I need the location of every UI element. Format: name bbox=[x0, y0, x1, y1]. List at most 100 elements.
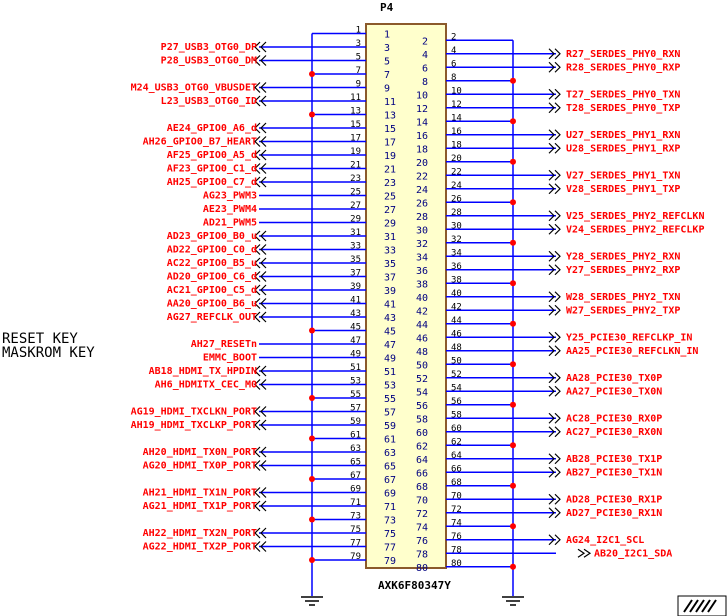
pin-number-outer: 17 bbox=[350, 134, 361, 144]
net-label: Y27_SERDES_PHY2_RXP bbox=[566, 265, 680, 276]
junction-dot bbox=[309, 327, 315, 334]
pin-number-outer: 7 bbox=[356, 66, 361, 76]
pin-number-inner: 32 bbox=[416, 239, 428, 250]
net-label: V27_SERDES_PHY1_TXN bbox=[566, 170, 680, 181]
port-chevron-icon bbox=[254, 163, 267, 174]
net-label: AH27_RESETn bbox=[191, 339, 257, 350]
pin-number-inner: 79 bbox=[384, 556, 396, 567]
pin-number-outer: 22 bbox=[451, 167, 462, 177]
pin-number-inner: 29 bbox=[384, 219, 396, 230]
net-label: AF23_GPIO0_C1_d bbox=[167, 164, 257, 175]
junction-dot bbox=[510, 77, 516, 84]
pin-number-inner: 61 bbox=[384, 435, 396, 446]
pin-number-inner: 54 bbox=[416, 387, 428, 398]
pin-number-outer: 54 bbox=[451, 383, 462, 393]
port-chevron-icon bbox=[254, 446, 267, 458]
pin-number-outer: 49 bbox=[350, 350, 361, 360]
pin-number-outer: 15 bbox=[350, 120, 361, 130]
port-chevron-icon bbox=[254, 298, 267, 309]
net-label: V25_SERDES_PHY2_REFCLKN bbox=[566, 211, 704, 222]
output-arrow-icon bbox=[577, 548, 592, 558]
port-chevron-icon bbox=[254, 230, 267, 242]
pin-number-outer: 8 bbox=[451, 73, 456, 83]
pin-number-outer: 71 bbox=[350, 498, 361, 508]
pin-number-inner: 31 bbox=[384, 232, 396, 243]
port-chevron-icon bbox=[548, 210, 561, 222]
pin-number-inner: 48 bbox=[416, 347, 428, 358]
pin-number-inner: 16 bbox=[416, 131, 428, 142]
junction-dot bbox=[510, 118, 516, 125]
net-label: T28_SERDES_PHY0_TXP bbox=[566, 103, 680, 114]
pin-number-inner: 23 bbox=[384, 178, 396, 189]
junction-dot bbox=[510, 158, 516, 165]
pin-number-inner: 50 bbox=[416, 360, 428, 371]
port-chevron-icon bbox=[548, 372, 561, 384]
pin-number-inner: 9 bbox=[384, 84, 390, 95]
junction-dot bbox=[309, 71, 315, 77]
net-label: AD20_GPIO0_C6_d bbox=[167, 272, 257, 283]
pin-number-outer: 80 bbox=[451, 559, 462, 569]
port-chevron-icon bbox=[548, 345, 561, 357]
pin-number-inner: 77 bbox=[384, 543, 396, 554]
port-chevron-icon bbox=[548, 304, 561, 316]
pin-number-outer: 36 bbox=[451, 262, 462, 272]
pin-number-inner: 15 bbox=[384, 124, 396, 135]
pin-number-outer: 34 bbox=[451, 248, 462, 258]
pin-number-outer: 60 bbox=[451, 424, 462, 434]
pin-number-outer: 11 bbox=[350, 93, 361, 103]
pin-number-outer: 27 bbox=[350, 201, 361, 211]
pin-number-outer: 25 bbox=[350, 188, 361, 198]
port-chevron-icon bbox=[254, 176, 267, 188]
pin-number-outer: 50 bbox=[451, 356, 462, 366]
pin-number-outer: 75 bbox=[350, 525, 361, 535]
port-chevron-icon bbox=[254, 244, 267, 255]
pin-number-inner: 64 bbox=[416, 455, 428, 466]
pin-number-inner: 71 bbox=[384, 502, 396, 513]
pin-number-outer: 59 bbox=[350, 417, 361, 427]
net-label: AC22_GPIO0_B5_u bbox=[167, 258, 257, 269]
port-chevron-icon bbox=[254, 122, 267, 134]
pin-number-outer: 77 bbox=[350, 539, 361, 549]
port-chevron-icon bbox=[254, 527, 267, 539]
logo-icon bbox=[677, 595, 727, 616]
pin-number-outer: 55 bbox=[350, 390, 361, 400]
net-label: AD27_PCIE30_RX1N bbox=[566, 508, 662, 519]
pin-number-inner: 28 bbox=[416, 212, 428, 223]
junction-dot bbox=[510, 239, 516, 246]
port-chevron-icon bbox=[254, 379, 267, 390]
net-label: L23_USB3_OTG0_ID bbox=[161, 96, 257, 107]
port-chevron-icon bbox=[254, 419, 267, 431]
port-chevron-icon bbox=[548, 88, 561, 100]
port-chevron-icon bbox=[254, 41, 267, 53]
port-chevron-icon bbox=[548, 291, 561, 303]
pin-number-inner: 3 bbox=[384, 43, 390, 54]
pin-number-inner: 22 bbox=[416, 171, 428, 182]
pin-number-inner: 20 bbox=[416, 158, 428, 169]
pin-number-outer: 67 bbox=[350, 471, 361, 481]
port-chevron-icon bbox=[548, 223, 561, 235]
pin-number-inner: 56 bbox=[416, 401, 428, 412]
net-label: Y25_PCIE30_REFCLKP_IN bbox=[566, 332, 692, 343]
port-chevron-icon bbox=[548, 453, 561, 465]
pin-number-outer: 30 bbox=[451, 221, 462, 231]
pin-number-outer: 16 bbox=[451, 127, 462, 137]
port-chevron-icon bbox=[254, 257, 267, 269]
pin-number-inner: 42 bbox=[416, 306, 428, 317]
net-label: AG22_HDMI_TX2P_PORT bbox=[143, 542, 257, 553]
net-label: AH20_HDMI_TX0N_PORT bbox=[143, 447, 257, 458]
pin-number-inner: 18 bbox=[416, 144, 428, 155]
net-label: AC21_GPIO0_C5_d bbox=[167, 285, 257, 296]
net-label: AB28_PCIE30_TX1P bbox=[566, 454, 662, 465]
pin-number-inner: 14 bbox=[416, 117, 428, 128]
pin-number-inner: 10 bbox=[416, 90, 428, 101]
pin-number-outer: 37 bbox=[350, 269, 361, 279]
pin-number-outer: 3 bbox=[356, 39, 361, 49]
port-chevron-icon bbox=[548, 264, 561, 276]
net-label: EMMC_BOOT bbox=[203, 353, 257, 364]
junction-dot bbox=[510, 523, 516, 530]
net-label: AB20_I2C1_SDA bbox=[594, 548, 672, 559]
port-chevron-icon bbox=[548, 183, 561, 195]
pin-number-inner: 33 bbox=[384, 246, 396, 257]
junction-dot bbox=[510, 563, 516, 570]
